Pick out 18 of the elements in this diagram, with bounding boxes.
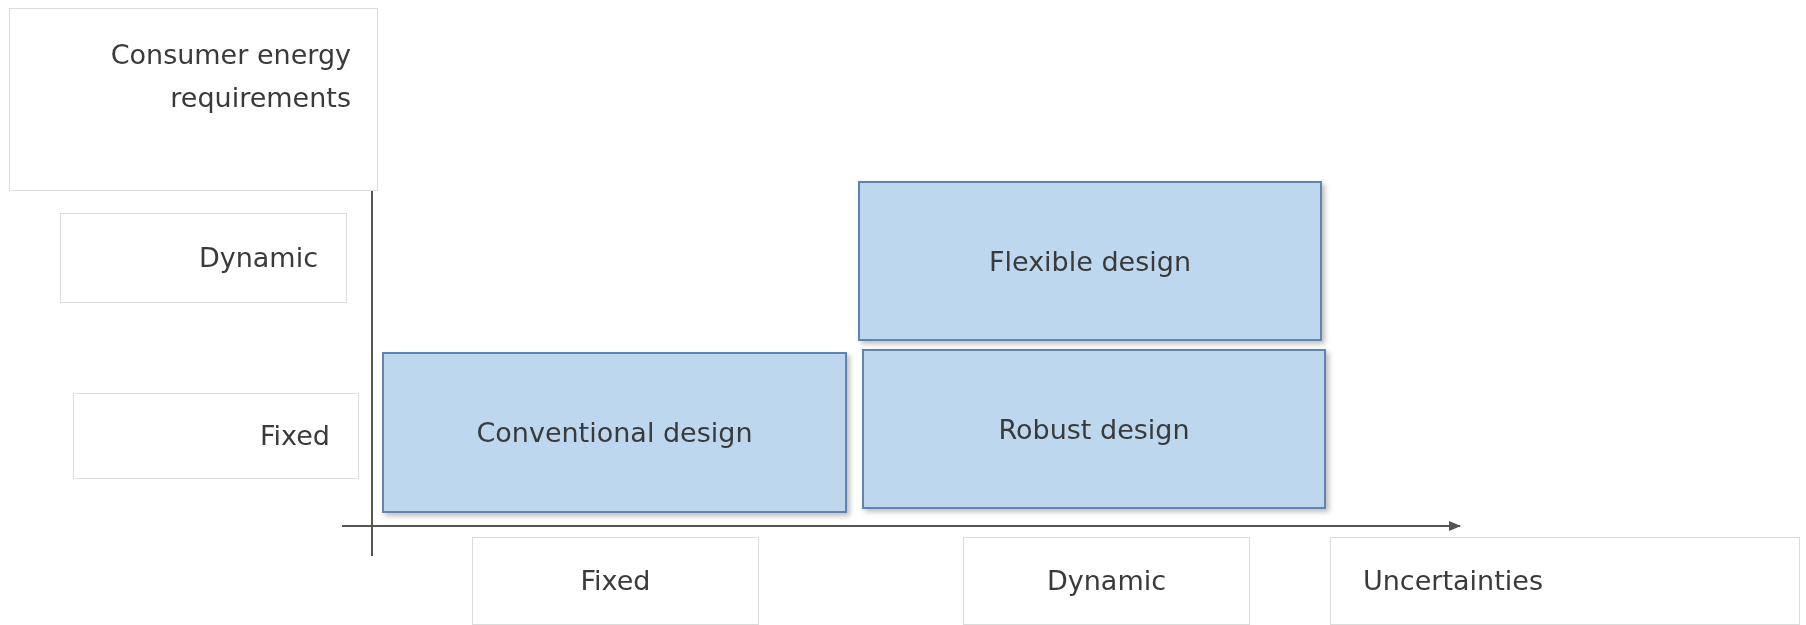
- category-box: [472, 537, 759, 625]
- design-label: Robust design: [998, 413, 1190, 445]
- axis-category-label: Fixed: [260, 419, 330, 454]
- design-box: [382, 352, 847, 513]
- category-box: [60, 213, 347, 303]
- axis-category-label: Dynamic: [1046, 564, 1167, 599]
- category-box: [73, 393, 359, 479]
- design-box: [858, 181, 1322, 341]
- axis-category-label: Dynamic: [198, 241, 318, 276]
- design-label: Flexible design: [988, 245, 1192, 277]
- category-box: [1330, 537, 1800, 625]
- axis-category-label: Uncertainties: [1363, 564, 1543, 599]
- design-box: [862, 349, 1326, 509]
- axis-category-label: Fixed: [580, 564, 651, 599]
- category-box: [963, 537, 1250, 625]
- category-box: [9, 8, 378, 191]
- axis-category-label: Consumer energy requirements: [109, 38, 351, 116]
- design-label: Conventional design: [476, 417, 753, 448]
